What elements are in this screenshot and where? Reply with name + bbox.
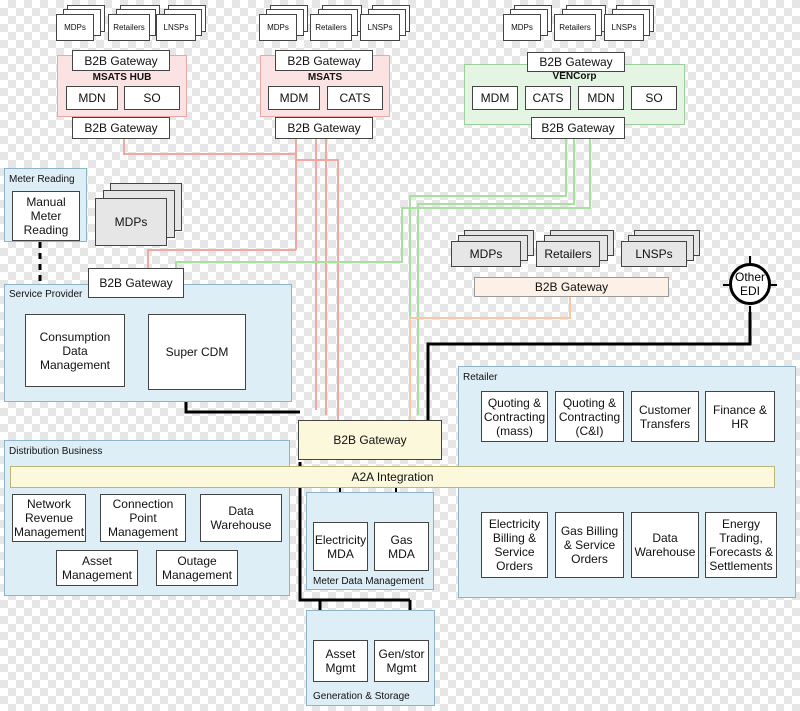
msats-hub-gateway-top[interactable]: B2B Gateway [72,50,170,71]
mini-retailers-3[interactable]: Retailers [554,14,596,41]
vencorp-gateway-bottom[interactable]: B2B Gateway [531,117,625,139]
msats-gateway-top[interactable]: B2B Gateway [275,50,373,71]
generation-storage-title: Generation & Storage [313,691,410,702]
network-revenue-management[interactable]: Network Revenue Management [12,494,86,542]
a2a-integration-bar[interactable]: A2A Integration [10,466,775,488]
electricity-billing[interactable]: Electricity Billing & Service Orders [481,512,548,578]
edi-spike [769,284,777,286]
edi-spike [723,284,731,286]
msats-hub-mdn[interactable]: MDN [66,86,118,110]
central-b2b-gateway[interactable]: B2B Gateway [298,420,442,460]
ext-mdps[interactable]: MDPs [451,241,521,267]
retailer-data-warehouse[interactable]: Data Warehouse [631,512,699,578]
edi-spike [749,256,751,264]
electricity-mda[interactable]: Electricity MDA [313,522,368,571]
mdps-stack[interactable]: MDPs [95,198,167,246]
gas-billing[interactable]: Gas Billing & Service Orders [555,512,624,578]
super-cdm[interactable]: Super CDM [148,314,246,390]
ext-gateway[interactable]: B2B Gateway [474,277,669,297]
gas-mda[interactable]: Gas MDA [374,522,429,571]
meter-data-management-title: Meter Data Management [313,576,424,587]
distribution-title: Distribution Business [9,446,103,457]
outage-management[interactable]: Outage Management [156,550,238,586]
msats-hub-so[interactable]: SO [124,86,180,110]
vencorp-cats[interactable]: CATS [525,86,571,110]
service-provider-gateway[interactable]: B2B Gateway [88,268,184,298]
mini-retailers-1[interactable]: Retailers [108,14,150,41]
msats-links [123,139,339,420]
mini-lnsps-3[interactable]: LNSPs [604,14,644,41]
ext-retailers[interactable]: Retailers [536,241,600,267]
connection-point-management[interactable]: Connection Point Management [100,494,186,542]
meter-reading-title: Meter Reading [9,174,75,185]
finance-hr[interactable]: Finance & HR [705,391,775,442]
asset-management[interactable]: Asset Management [56,550,138,586]
ext-lnsps[interactable]: LNSPs [621,241,687,267]
mini-mdps-3[interactable]: MDPs [503,14,541,41]
gen-stor-mgmt[interactable]: Gen/stor Mgmt [374,640,429,682]
vencorp-mdm[interactable]: MDM [472,86,518,110]
vencorp-gateway-top[interactable]: B2B Gateway [527,52,625,72]
retailer-title: Retailer [463,372,498,383]
mini-lnsps-2[interactable]: LNSPs [360,14,400,41]
msats-gateway-bottom[interactable]: B2B Gateway [275,117,373,139]
energy-trading[interactable]: Energy Trading, Forecasts & Settlements [705,512,777,578]
mini-mdps-1[interactable]: MDPs [56,14,94,41]
distribution-data-warehouse[interactable]: Data Warehouse [200,494,282,542]
msats-hub-title: MSATS HUB [92,72,152,83]
vencorp-mdn[interactable]: MDN [578,86,624,110]
vencorp-links [175,139,591,420]
customer-transfers[interactable]: Customer Transfers [631,391,699,442]
msats-cats[interactable]: CATS [327,86,383,110]
edi-spike [749,306,751,314]
msats-mdm[interactable]: MDM [268,86,320,110]
vencorp-title: VENCorp [552,71,597,82]
mini-lnsps-1[interactable]: LNSPs [156,14,196,41]
msats-title: MSATS [307,72,343,83]
other-edi[interactable]: Other EDI [729,263,771,305]
quoting-contracting-ci[interactable]: Quoting & Contracting (C&I) [555,391,624,442]
service-provider-title: Service Provider [9,289,83,300]
msats-hub-gateway-bottom[interactable]: B2B Gateway [72,117,170,139]
quoting-contracting-mass[interactable]: Quoting & Contracting (mass) [481,391,548,442]
vencorp-so[interactable]: SO [631,86,677,110]
asset-mgmt[interactable]: Asset Mgmt [313,640,368,682]
mini-retailers-2[interactable]: Retailers [310,14,352,41]
manual-meter-reading[interactable]: Manual Meter Reading [12,191,80,241]
external-links [409,297,571,420]
mini-mdps-2[interactable]: MDPs [259,14,297,41]
consumption-data-management[interactable]: Consumption Data Management [25,314,125,387]
